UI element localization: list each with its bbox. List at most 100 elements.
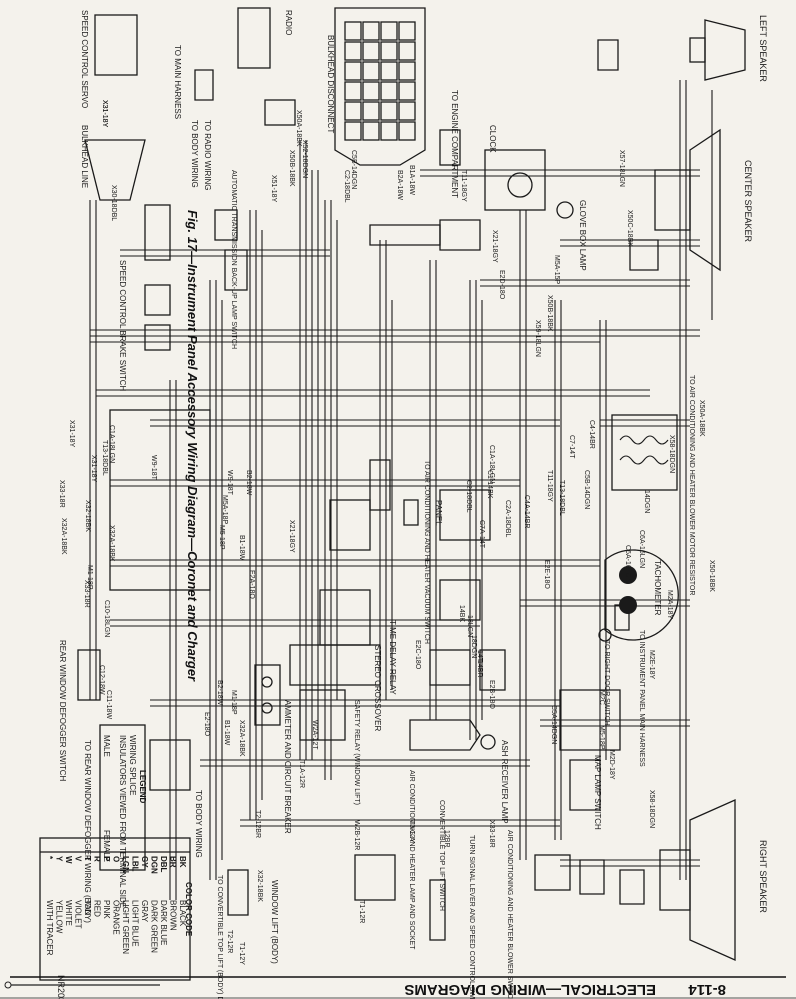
legend-female: FEMALE — [102, 830, 111, 862]
tachometer-drawing — [604, 549, 679, 641]
color-code-abbr: GY — [140, 856, 149, 868]
legend-male: MALE — [102, 735, 111, 757]
circuit-label: M2E-18Y — [648, 650, 655, 680]
circuit-label: T1A-12R — [298, 760, 305, 788]
component-label: RIGHT SPEAKER — [758, 840, 768, 913]
clock-drawing — [439, 129, 574, 219]
component-label: STEREO CROSSOVER — [373, 645, 382, 731]
circuit-label: X50C-18BK — [626, 210, 633, 247]
circuit-label: X50B-18BK — [546, 295, 553, 332]
circuit-label: T13-18DBL — [101, 440, 108, 476]
circuit-label: 14BK — [458, 605, 465, 622]
component-label: TO ENGINE COMPARTMENT — [450, 90, 459, 198]
color-code-abbr: T — [83, 856, 92, 861]
color-code-abbr: LGN — [121, 856, 130, 873]
color-code-name: BLACK — [178, 900, 187, 927]
color-code-abbr: Y — [55, 856, 64, 862]
component-label: AIR CONDITIONING AND HEATER BLOWER SWITC… — [506, 830, 513, 999]
component-label: SAFETY RELAY (WINDOW LIFT) — [353, 700, 360, 805]
color-code-name: LIGHT BLUE — [131, 900, 140, 947]
circuit-label: M2A-18Y — [666, 590, 673, 620]
color-code-abbr: DBL — [159, 856, 168, 873]
circuit-label: C11-18W — [105, 690, 112, 719]
component-label: TO AIR CONDITIONING AND HEATER VACUUM SW… — [423, 460, 430, 644]
color-code-abbr: BR — [169, 856, 178, 868]
color-code-abbr: R — [93, 856, 102, 862]
circuit-label: T1-12Y — [238, 942, 245, 965]
circuit-label: B1-18W — [223, 720, 230, 746]
circuit-label: 14T — [476, 650, 483, 663]
wire-harness — [89, 80, 713, 900]
circuit-label: T2-12BR — [254, 810, 261, 838]
component-label: SPEED CONTROL BRAKE SWITCH — [118, 260, 127, 392]
color-code-name: ORANGE — [112, 900, 121, 935]
circuit-label: C1A-18LGN — [108, 425, 115, 463]
circuit-label: X33-18R — [58, 480, 65, 508]
component-label: ASH RECEIVER LAMP — [500, 740, 509, 824]
circuit-label: W2A-12T — [311, 720, 318, 750]
circuit-label: X52-18DGN — [301, 140, 308, 178]
component-label: BULKHEAD LINE — [80, 125, 89, 188]
circuit-label: C7-14T — [568, 435, 575, 459]
circuit-label: M5A-18P — [221, 495, 228, 525]
circuit-label: C2-18DBL — [465, 480, 472, 513]
circuit-label: 18LGN — [466, 615, 473, 637]
circuit-label: B2A-18W — [396, 170, 403, 200]
color-code-abbr: P — [102, 856, 111, 862]
circuit-label: W2B-12R — [353, 820, 360, 850]
circuit-label: C1A-18LGN — [488, 445, 495, 483]
component-label: TO REAR WINDOW DEFOGGER WIRING (BODY) — [83, 740, 92, 923]
circuit-label: X31-18Y — [101, 100, 108, 128]
circuit-label: C2A-18DBL — [504, 500, 511, 537]
circuit-label: X31-18Y — [68, 420, 75, 448]
circuit-label: C4A-14BR — [523, 495, 530, 528]
circuit-label: E2-18O — [203, 712, 210, 737]
resistor-drawing — [611, 414, 678, 491]
circuit-label: E2A-18O — [248, 570, 255, 599]
circuit-label: X32A-18BK — [60, 518, 67, 555]
component-label: PANEL — [434, 500, 443, 526]
circuit-label: T1-12R — [358, 900, 365, 923]
component-label: TURN SIGNAL LEVER AND SPEED CONTROL SWIT… — [468, 835, 475, 999]
component-label: SPEED CONTROL SERVO — [80, 10, 89, 108]
component-label: TO BODY WIRING — [194, 790, 203, 858]
circuit-label: M1-18P — [230, 690, 237, 715]
circuit-label: C6A-16LGN — [624, 545, 631, 583]
left-speaker-drawing — [597, 19, 746, 81]
circuit-label: X50A-18BK — [698, 400, 705, 437]
color-code-abbr: V — [74, 856, 83, 862]
circuit-label: X32-18BK — [84, 500, 91, 532]
circuit-label: C12-18W — [98, 665, 105, 695]
circuit-label: T2-12R — [226, 930, 233, 953]
circuit-label: X57-18LGN — [618, 150, 625, 187]
component-label: REAR WINDOW DEFOGGER SWITCH — [58, 640, 67, 782]
component-label: TACHOMETER — [653, 560, 662, 616]
circuit-label: X31-18Y — [90, 455, 97, 483]
component-label: CONVERTIBLE TOP LIFT SWITCH — [438, 800, 445, 911]
right-speaker-drawing — [579, 798, 736, 962]
bulkhead-disconnect-drawing — [334, 7, 426, 166]
component-label: AUTOMATIC TRANSMISSION BACK-UP LAMP SWIT… — [230, 170, 237, 349]
circuit-label: X33-18R — [488, 820, 495, 848]
circuit-label: X50A-18BK — [295, 110, 302, 147]
color-code-abbr: * — [45, 856, 54, 860]
circuit-label: X58-18DGN — [668, 435, 675, 473]
circuit-label: 12BR — [443, 830, 450, 848]
circuit-label: 14BR — [476, 660, 483, 678]
component-label: TO BODY WIRING — [190, 120, 199, 188]
component-label: TO CONVERTIBLE TOP LIFT (BODY) DOWN — [216, 875, 223, 999]
legend-title: LEGEND — [138, 770, 147, 804]
component-label: GLOVE BOX LAMP — [578, 200, 587, 271]
color-code-name: DARK BLUE — [159, 900, 168, 945]
circuit-label: X21-18GY — [288, 520, 295, 553]
component-label: TO AIR CONDITIONING AND HEATER BLOWER MO… — [688, 375, 695, 595]
component-label: MAP LAMP SWITCH — [593, 755, 602, 830]
circuit-label: C1-14BK — [486, 470, 493, 499]
circuit-label: C2-18DBL — [343, 170, 350, 203]
color-code-name: WITH TRACER — [45, 900, 54, 956]
color-code-name: VIOLET — [74, 900, 83, 929]
circuit-label: 18DGN — [470, 635, 477, 658]
circuit-label: M2C — [598, 690, 605, 705]
component-label: TO RIGHT DOOR SWITCH — [603, 640, 610, 726]
